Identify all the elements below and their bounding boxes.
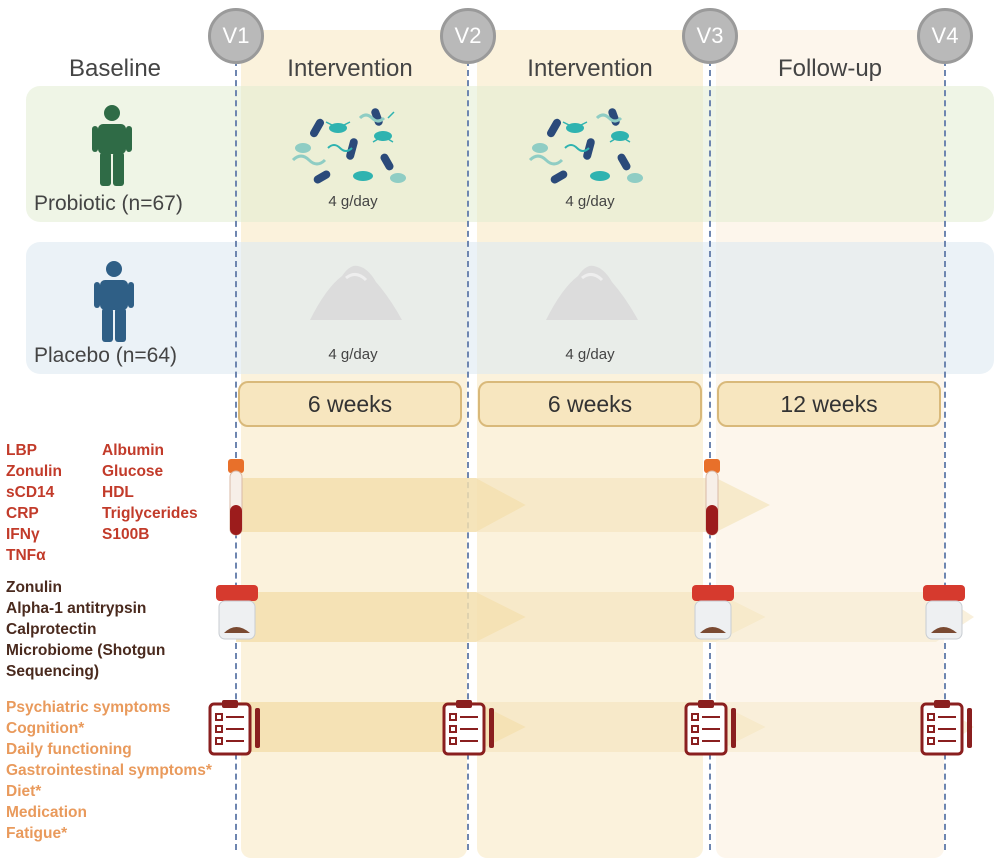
duration-intervention-1: 6 weeks: [238, 381, 462, 427]
questionnaire-item: Gastrointestinal symptoms*: [6, 762, 212, 779]
bacteria-icon: [291, 108, 406, 184]
duration-intervention-2: 6 weeks: [478, 381, 702, 427]
blood-markers-col1: LBP Zonulin sCD14 CRP IFNγ TNFα: [6, 440, 62, 566]
probiotic-band: [26, 86, 994, 222]
phase-title-baseline: Baseline: [68, 55, 162, 82]
blood-marker: Triglycerides: [102, 505, 198, 522]
stool-marker: Sequencing): [6, 663, 100, 680]
questionnaire-item: Diet*: [6, 783, 42, 800]
blood-markers-col2: Albumin Glucose HDL Triglycerides S100B: [102, 440, 198, 545]
stool-marker: Alpha-1 antitrypsin: [6, 600, 147, 617]
visit-line-v2: [467, 60, 469, 850]
clipboard-icon: [208, 700, 260, 756]
blood-marker: CRP: [6, 505, 39, 522]
dose-probiotic-2: 4 g/day: [565, 193, 615, 210]
blood-sampling-arrow: [236, 478, 770, 532]
person-icon: [94, 261, 134, 342]
visit-line-v3: [709, 60, 711, 850]
placebo-band: [26, 242, 994, 374]
visit-v1: V1: [208, 8, 264, 64]
stool-marker: Microbiome (Shotgun: [6, 642, 166, 659]
dose-probiotic-1: 4 g/day: [328, 193, 378, 210]
blood-marker: Zonulin: [6, 463, 62, 480]
blood-marker: LBP: [6, 442, 37, 459]
visit-line-v4: [944, 60, 946, 850]
powder-icon: [310, 265, 402, 320]
person-icon: [92, 105, 132, 186]
duration-followup: 12 weeks: [717, 381, 941, 427]
questionnaire-arrow: [236, 702, 974, 752]
stool-marker: Calprotectin: [6, 621, 97, 638]
phase-title-intervention-1: Intervention: [287, 55, 413, 82]
dose-placebo-2: 4 g/day: [565, 346, 615, 363]
stool-container-icon: [923, 585, 965, 640]
stool-container-icon: [216, 585, 258, 640]
clipboard-icon: [684, 700, 736, 756]
questionnaire-item: Daily functioning: [6, 741, 132, 758]
stool-marker: Zonulin: [6, 579, 62, 596]
questionnaire-list: Psychiatric symptoms Cognition* Daily fu…: [6, 697, 212, 844]
bacteria-icon: [528, 108, 643, 184]
blood-marker: TNFα: [6, 547, 46, 564]
blood-tube-icon: [704, 459, 720, 536]
questionnaire-item: Psychiatric symptoms: [6, 699, 171, 716]
visit-v4: V4: [917, 8, 973, 64]
placebo-group-label: Placebo (n=64): [34, 344, 178, 367]
stool-markers: Zonulin Alpha-1 antitrypsin Calprotectin…: [6, 577, 165, 682]
stool-sampling-arrow: [236, 592, 974, 642]
dose-placebo-1: 4 g/day: [328, 346, 378, 363]
stool-container-icon: [692, 585, 734, 640]
probiotic-group-label: Probiotic (n=67): [34, 192, 183, 215]
blood-tube-icon: [228, 459, 244, 536]
blood-marker: Glucose: [102, 463, 164, 480]
visit-v3: V3: [682, 8, 738, 64]
blood-marker: HDL: [102, 484, 134, 501]
questionnaire-item: Medication: [6, 804, 87, 821]
clipboard-icon: [920, 700, 972, 756]
blood-marker: Albumin: [102, 442, 164, 459]
blood-marker: S100B: [102, 526, 150, 543]
powder-icon: [546, 265, 638, 320]
clipboard-icon: [442, 700, 494, 756]
blood-marker: sCD14: [6, 484, 55, 501]
visit-v2: V2: [440, 8, 496, 64]
questionnaire-item: Fatigue*: [6, 825, 68, 842]
blood-marker: IFNγ: [6, 526, 40, 543]
visit-line-v1: [235, 60, 237, 850]
questionnaire-item: Cognition*: [6, 720, 85, 737]
phase-title-intervention-2: Intervention: [527, 55, 653, 82]
phase-title-followup: Follow-up: [777, 55, 883, 82]
